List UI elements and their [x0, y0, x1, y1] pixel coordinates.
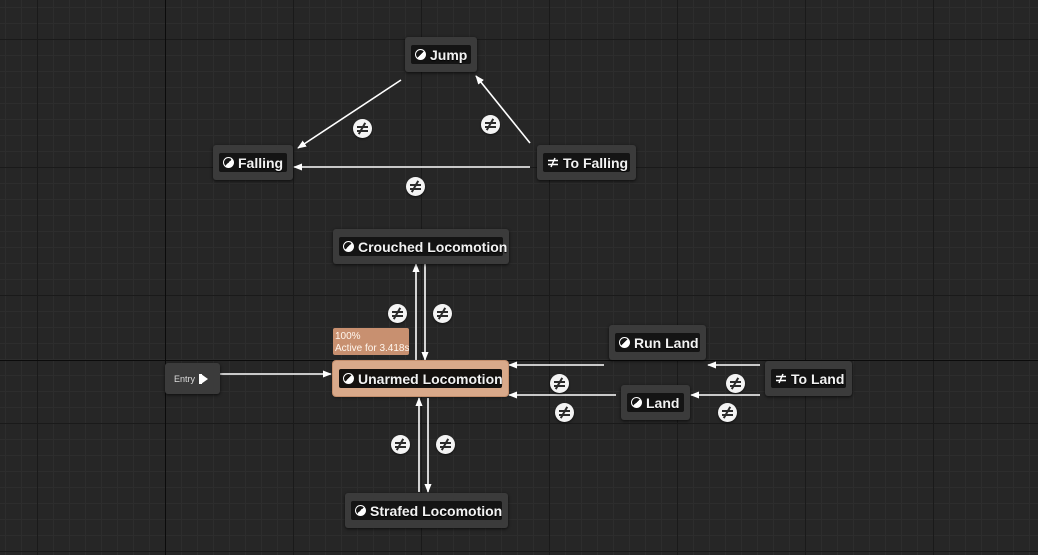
transition-rule-icon[interactable]: [390, 434, 410, 454]
entry-node[interactable]: Entry: [165, 363, 220, 394]
state-node-unarmed-locomotion[interactable]: Unarmed Locomotion: [333, 361, 508, 396]
state-node-label: Strafed Locomotion: [370, 502, 503, 519]
active-state-tooltip: 100% Active for 3.418s: [333, 328, 409, 355]
conduit-node-to-falling[interactable]: To Falling: [537, 145, 636, 180]
transition-rule-icon[interactable]: [405, 176, 425, 196]
transition-rule-icon[interactable]: [387, 303, 407, 323]
state-node-icon: [619, 337, 630, 348]
state-node-icon: [355, 505, 366, 516]
conduit-node-label: To Land: [791, 370, 845, 387]
blend-weight-text: 100%: [335, 331, 361, 342]
entry-play-icon: [199, 373, 209, 384]
wire-to-falling-to-jump: [475, 75, 531, 144]
transition-rule-icon[interactable]: [725, 373, 745, 393]
state-node-label: Jump: [430, 46, 468, 63]
conduit-node-to-land[interactable]: To Land: [765, 361, 852, 396]
state-node-falling[interactable]: Falling: [213, 145, 293, 180]
state-node-label: Land: [646, 394, 680, 411]
state-node-icon: [631, 397, 642, 408]
state-node-icon: [343, 373, 354, 384]
state-node-label: Unarmed Locomotion: [358, 370, 503, 387]
wire-jump-to-falling: [297, 79, 402, 149]
state-node-run-land[interactable]: Run Land: [609, 325, 706, 360]
transition-rule-icon[interactable]: [717, 402, 737, 422]
graph-origin-vertical-line: [165, 0, 166, 555]
state-node-icon: [343, 241, 354, 252]
transition-rule-icon[interactable]: [432, 303, 452, 323]
transition-rule-icon[interactable]: [554, 402, 574, 422]
graph-origin-horizontal-line: [0, 360, 1038, 361]
state-node-icon: [415, 49, 426, 60]
transition-rule-icon[interactable]: [435, 434, 455, 454]
entry-node-label: Entry: [174, 373, 196, 384]
conduit-node-icon: [775, 373, 787, 384]
state-node-jump[interactable]: Jump: [405, 37, 477, 72]
transition-rule-icon[interactable]: [352, 118, 372, 138]
state-node-strafed-locomotion[interactable]: Strafed Locomotion: [345, 493, 508, 528]
state-node-land[interactable]: Land: [621, 385, 690, 420]
conduit-node-label: To Falling: [563, 154, 629, 171]
state-node-label: Run Land: [634, 334, 699, 351]
state-node-label: Falling: [238, 154, 284, 171]
transition-rule-icon[interactable]: [480, 114, 500, 134]
state-node-icon: [223, 157, 234, 168]
state-node-label: Crouched Locomotion: [358, 238, 508, 255]
transition-rule-icon[interactable]: [549, 373, 569, 393]
conduit-node-icon: [547, 157, 559, 168]
state-node-crouched-locomotion[interactable]: Crouched Locomotion: [333, 229, 509, 264]
active-time-text: Active for 3.418s: [335, 343, 409, 354]
